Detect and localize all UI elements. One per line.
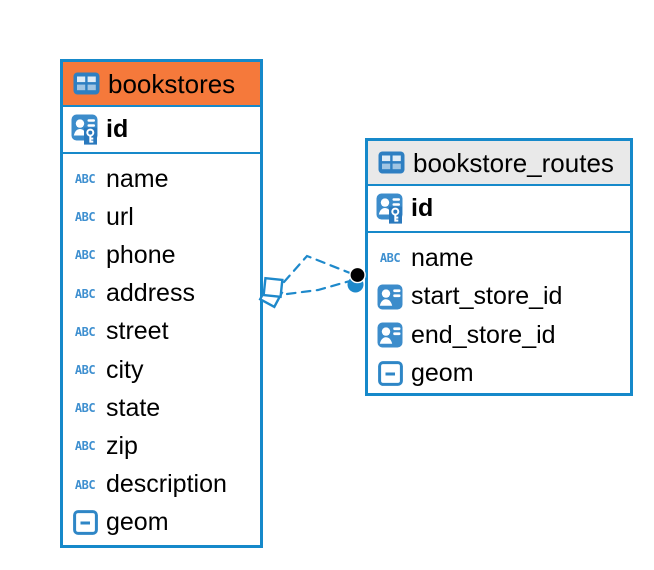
text-icon: ABC: [74, 210, 96, 225]
table-title: bookstores: [108, 68, 236, 99]
column-name: city: [106, 355, 144, 384]
text-icon: ABC: [74, 401, 96, 416]
stacked-squares-marker[interactable]: [258, 276, 284, 309]
column-name: phone: [106, 240, 176, 269]
primary-key-row[interactable]: id: [368, 186, 630, 233]
text-icon: ABC: [379, 251, 401, 266]
foreign-key-icon: [375, 284, 405, 310]
foreign-key-icon: [375, 322, 405, 348]
geometry-icon: [70, 510, 100, 536]
geometry-icon: [375, 361, 405, 387]
column-name: id: [411, 194, 434, 222]
column-row-zip[interactable]: ABC zip: [63, 427, 260, 465]
anchor-dot-black[interactable]: [349, 266, 366, 284]
column-name: state: [106, 393, 161, 422]
column-name: start_store_id: [411, 282, 563, 311]
column-row-url[interactable]: ABC url: [63, 198, 260, 236]
column-name: id: [106, 115, 129, 143]
column-name: end_store_id: [411, 320, 556, 349]
table-header[interactable]: bookstores: [63, 62, 260, 107]
text-icon: ABC: [74, 324, 96, 339]
table-title: bookstore_routes: [413, 147, 614, 178]
relationship-line[interactable]: [282, 254, 352, 284]
text-icon: ABC: [74, 172, 96, 187]
column-row-geom[interactable]: geom: [63, 504, 260, 542]
column-name: geom: [411, 359, 474, 388]
anchor-dot-blue[interactable]: [347, 276, 364, 293]
column-name: name: [106, 164, 169, 193]
column-row-geom[interactable]: geom: [368, 355, 630, 394]
table-icon: [71, 72, 101, 95]
column-name: street: [106, 317, 169, 346]
table-icon: [376, 151, 406, 174]
column-name: zip: [106, 431, 138, 460]
primary-key-row[interactable]: id: [63, 107, 260, 154]
table-header[interactable]: bookstore_routes: [368, 141, 630, 186]
column-name: address: [106, 279, 195, 308]
column-name: url: [106, 202, 134, 231]
column-row-start_store_id[interactable]: start_store_id: [368, 278, 630, 317]
column-row-phone[interactable]: ABC phone: [63, 236, 260, 274]
text-icon: ABC: [74, 286, 96, 301]
text-icon: ABC: [74, 363, 96, 378]
text-icon: ABC: [74, 477, 96, 492]
column-name: name: [411, 243, 474, 272]
column-row-description[interactable]: ABC description: [63, 466, 260, 504]
column-row-street[interactable]: ABC street: [63, 313, 260, 351]
column-name: geom: [106, 508, 169, 537]
table-bookstore-routes[interactable]: bookstore_routes id ABC name start_store_i…: [365, 138, 633, 396]
relationship-line[interactable]: [285, 279, 352, 296]
column-row-end_store_id[interactable]: end_store_id: [368, 316, 630, 355]
primary-key-icon: [70, 114, 100, 145]
column-row-city[interactable]: ABC city: [63, 351, 260, 389]
primary-key-icon: [375, 193, 405, 224]
text-icon: ABC: [74, 248, 96, 263]
column-row-name[interactable]: ABC name: [63, 160, 260, 198]
column-name: description: [106, 470, 227, 499]
column-row-name[interactable]: ABC name: [368, 239, 630, 278]
text-icon: ABC: [74, 439, 96, 454]
column-row-address[interactable]: ABC address: [63, 275, 260, 313]
column-row-state[interactable]: ABC state: [63, 389, 260, 427]
